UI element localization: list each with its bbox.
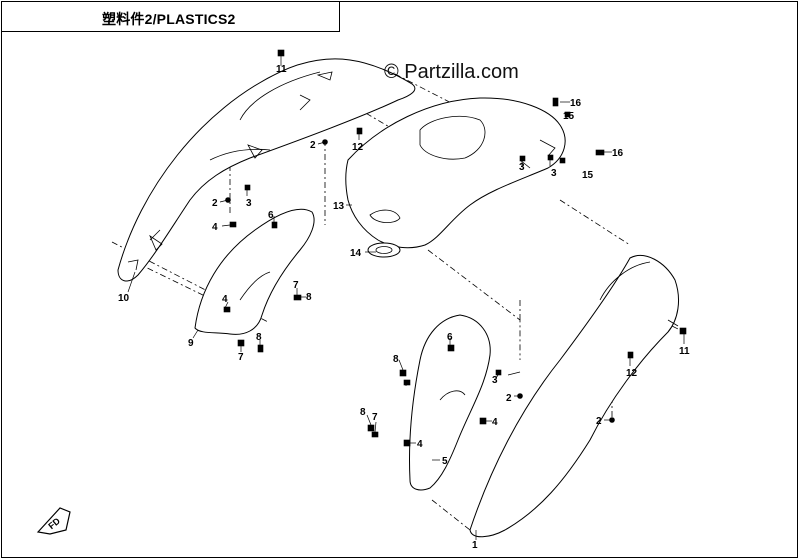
page-title: 塑料件2/PLASTICS2 — [102, 11, 236, 27]
callout-2c: 2 — [506, 393, 512, 404]
direction-arrow-icon — [36, 507, 71, 535]
clip-3a-icon — [519, 155, 526, 162]
callout-4c: 4 — [492, 417, 498, 428]
leader-lines — [127, 56, 685, 540]
clip-3d-icon — [495, 369, 502, 376]
callout-12b: 12 — [626, 368, 638, 379]
callout-4b: 4 — [222, 294, 228, 305]
bolt-6a-icon — [271, 221, 278, 229]
part-10-left-front-cover — [117, 58, 416, 282]
bolt-8b-icon — [257, 344, 264, 353]
callout-3b: 3 — [551, 168, 557, 179]
bolt-11a-icon — [277, 49, 285, 57]
callout-7b: 7 — [238, 352, 244, 363]
callout-8a: 8 — [306, 292, 312, 303]
callout-11a: 11 — [276, 64, 287, 75]
callout-8c: 8 — [393, 354, 399, 365]
callout-10: 10 — [118, 293, 130, 304]
callout-7a: 7 — [293, 280, 299, 291]
bolt-7d-icon — [371, 431, 379, 438]
nut-15b-icon — [559, 157, 566, 164]
bolt-7c-icon — [403, 379, 411, 386]
callout-15a: 15 — [563, 111, 575, 122]
callout-7c: 7 — [372, 412, 378, 423]
title-box: 塑料件2/PLASTICS2 — [2, 2, 340, 32]
callout-4a: 4 — [212, 222, 218, 233]
bolt-6b-icon — [447, 344, 455, 352]
callout-1: 1 — [472, 540, 478, 551]
bolt-12b-icon — [627, 351, 634, 359]
callout-2a: 2 — [310, 140, 316, 151]
bolt-7a-icon — [293, 294, 302, 301]
fasteners — [223, 49, 687, 447]
part-13-center-tank-cover — [345, 97, 566, 249]
clip-3b-icon — [547, 154, 554, 161]
part-9-left-inner-panel — [194, 208, 315, 335]
callout-4d: 4 — [417, 439, 423, 450]
callout-14: 14 — [350, 248, 362, 259]
bolt-8d-icon — [367, 424, 375, 432]
part-14-grommet — [367, 242, 401, 258]
clip-3c-icon — [244, 184, 251, 191]
callouts: 11 11 16 16 15 15 2 2 2 2 12 12 3 3 3 3 … — [118, 64, 690, 551]
callout-2d: 2 — [596, 416, 602, 427]
part-5-right-inner-panel — [408, 314, 491, 491]
callout-16b: 16 — [612, 148, 624, 159]
callout-8d: 8 — [360, 407, 366, 418]
part-1-right-side-cover — [469, 255, 679, 538]
bolt-4a-icon — [229, 221, 237, 228]
callout-13: 13 — [333, 201, 345, 212]
bolt-11b-icon — [679, 327, 687, 335]
watermark-text: © Partzilla.com — [384, 61, 519, 83]
direction-badge: FD — [36, 507, 71, 535]
bolt-8c-icon — [399, 369, 407, 377]
callout-3a: 3 — [519, 162, 525, 173]
callout-3c: 3 — [246, 198, 252, 209]
callout-11b: 11 — [679, 346, 690, 357]
bolt-16a-icon — [552, 97, 559, 107]
callout-16a: 16 — [570, 98, 582, 109]
nut-15a-icon — [564, 111, 571, 118]
callout-6b: 6 — [447, 332, 453, 343]
callout-6a: 6 — [268, 210, 274, 221]
callout-9: 9 — [188, 338, 194, 349]
bolt-12a-icon — [356, 127, 363, 135]
callout-3d: 3 — [492, 375, 498, 386]
callout-5: 5 — [442, 456, 448, 467]
bolt-16b-icon — [595, 149, 605, 156]
callout-12a: 12 — [352, 142, 364, 153]
callout-15b: 15 — [582, 170, 594, 181]
callout-2b: 2 — [212, 198, 218, 209]
bolt-4c-icon — [479, 417, 487, 425]
callout-8b: 8 — [256, 332, 262, 343]
